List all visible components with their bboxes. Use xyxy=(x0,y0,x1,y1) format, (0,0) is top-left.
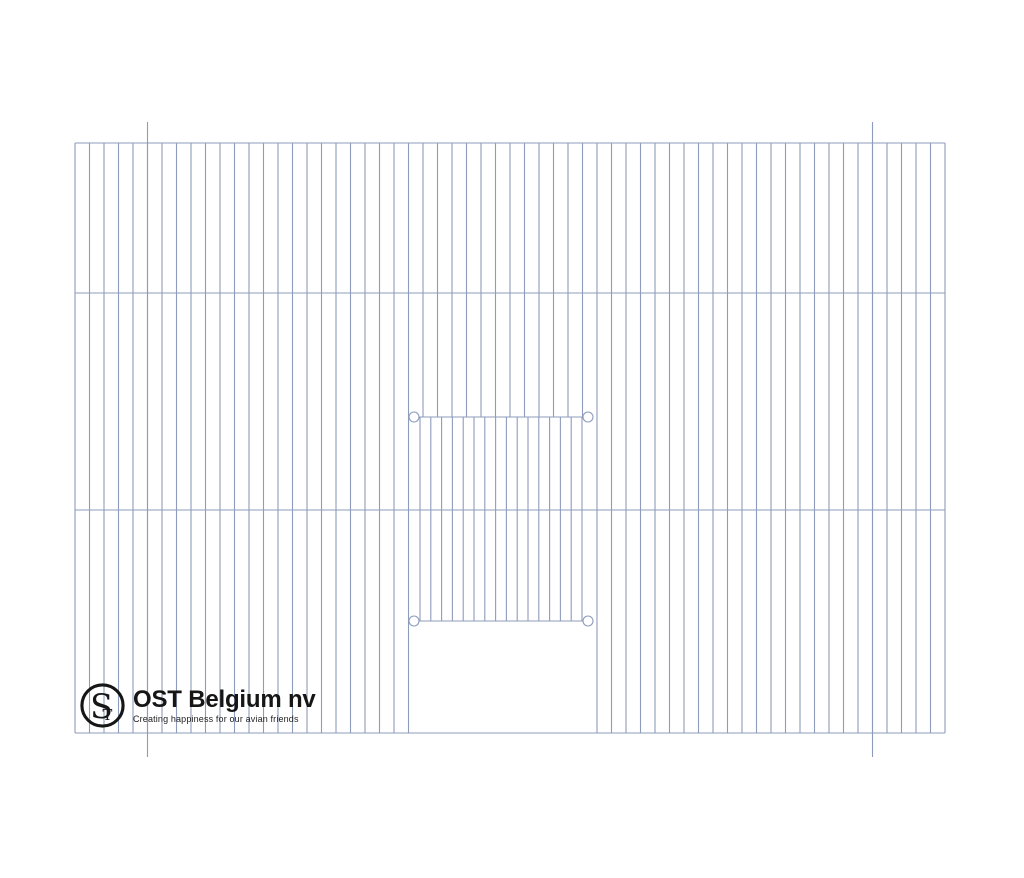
mesh-vertical-wires xyxy=(74,143,946,733)
sliding-door xyxy=(408,411,594,627)
ost-monogram-icon: S T xyxy=(80,683,125,728)
brand-tagline: Creating happiness for our avian friends xyxy=(133,714,299,725)
brand-name: OST Belgium nv xyxy=(133,685,316,713)
brand-logo: S T OST Belgium nv Creating happiness fo… xyxy=(78,681,316,730)
monogram-letter-t: T xyxy=(103,707,113,724)
brand-text-block: OST Belgium nv Creating happiness for ou… xyxy=(133,687,316,724)
monogram-letter-s: S xyxy=(90,687,113,726)
